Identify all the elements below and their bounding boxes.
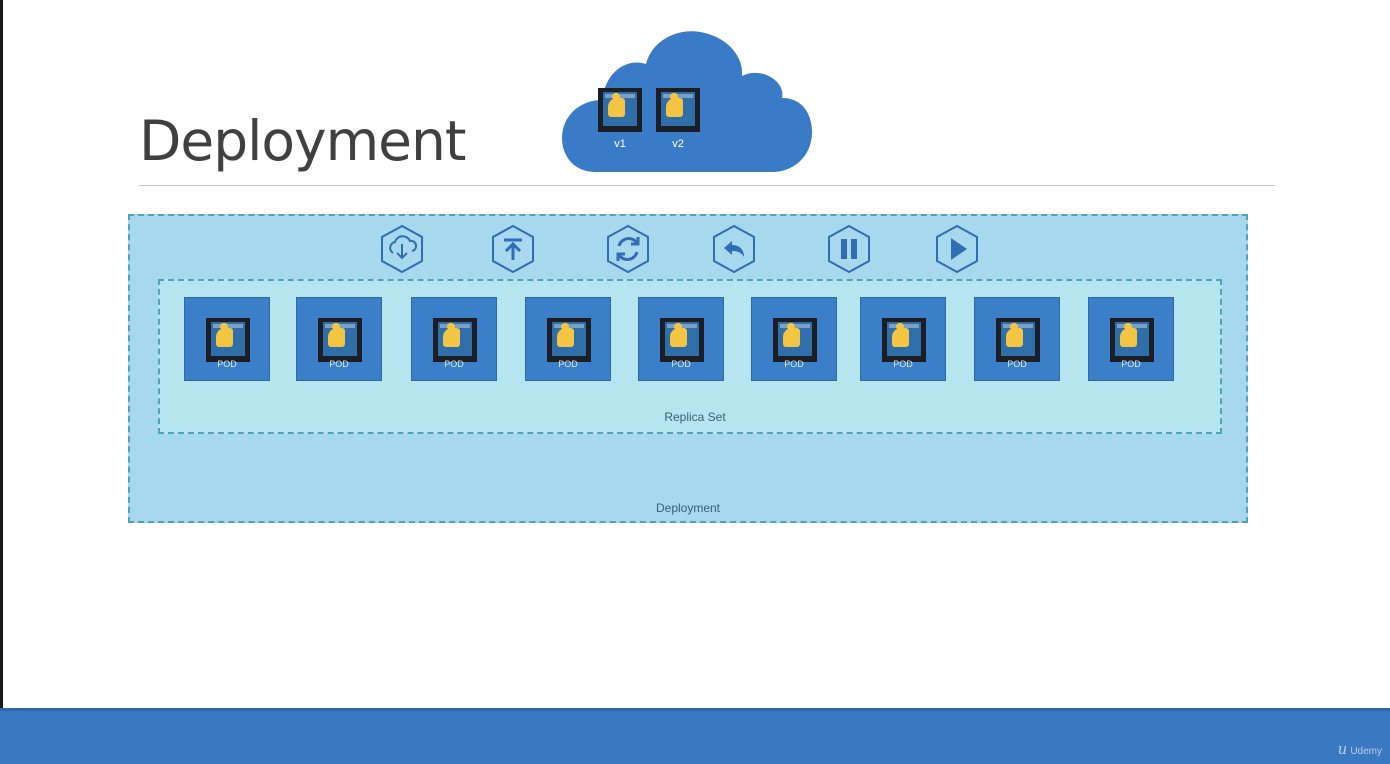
play-icon	[936, 224, 978, 274]
brand-name: Udemy	[1350, 746, 1382, 757]
deployment-label: Deployment	[655, 501, 721, 515]
pod-label: POD	[1121, 359, 1141, 369]
pause-icon	[828, 224, 870, 274]
pod-label: POD	[1007, 359, 1027, 369]
replica-set-label: Replica Set	[664, 410, 726, 424]
download-icon	[381, 224, 423, 274]
container-icon	[660, 318, 704, 362]
pod-label: POD	[444, 359, 464, 369]
pod-label: POD	[329, 359, 349, 369]
container-icon	[773, 318, 817, 362]
pod-label: POD	[558, 359, 578, 369]
pod-label: POD	[217, 359, 237, 369]
container-icon	[598, 88, 642, 132]
version-label: v1	[614, 138, 626, 150]
pod: POD	[1088, 297, 1174, 381]
pod: POD	[860, 297, 946, 381]
pod: POD	[296, 297, 382, 381]
cloud: v1 v2	[560, 28, 814, 174]
container-icon	[996, 318, 1040, 362]
pod: POD	[184, 297, 270, 381]
container-icon	[318, 318, 362, 362]
container-icon	[1110, 318, 1154, 362]
udemy-logo-icon: u	[1337, 740, 1348, 758]
container-icon	[206, 318, 250, 362]
undo-icon	[713, 224, 755, 274]
container-icon	[547, 318, 591, 362]
container-icon	[882, 318, 926, 362]
pod-label: POD	[784, 359, 804, 369]
cloud-item-v2: v2	[655, 88, 701, 150]
pod: POD	[974, 297, 1060, 381]
upload-icon	[492, 224, 534, 274]
pod: POD	[751, 297, 837, 381]
pod: POD	[411, 297, 497, 381]
pod-label: POD	[671, 359, 691, 369]
left-border	[0, 0, 3, 764]
pod: POD	[638, 297, 724, 381]
pod: POD	[525, 297, 611, 381]
container-icon	[656, 88, 700, 132]
title-divider	[139, 185, 1275, 186]
slide-title: Deployment	[139, 109, 466, 173]
container-icon	[433, 318, 477, 362]
pod-label: POD	[893, 359, 913, 369]
version-label: v2	[672, 138, 684, 150]
refresh-icon	[607, 224, 649, 274]
cloud-item-v1: v1	[597, 88, 643, 150]
